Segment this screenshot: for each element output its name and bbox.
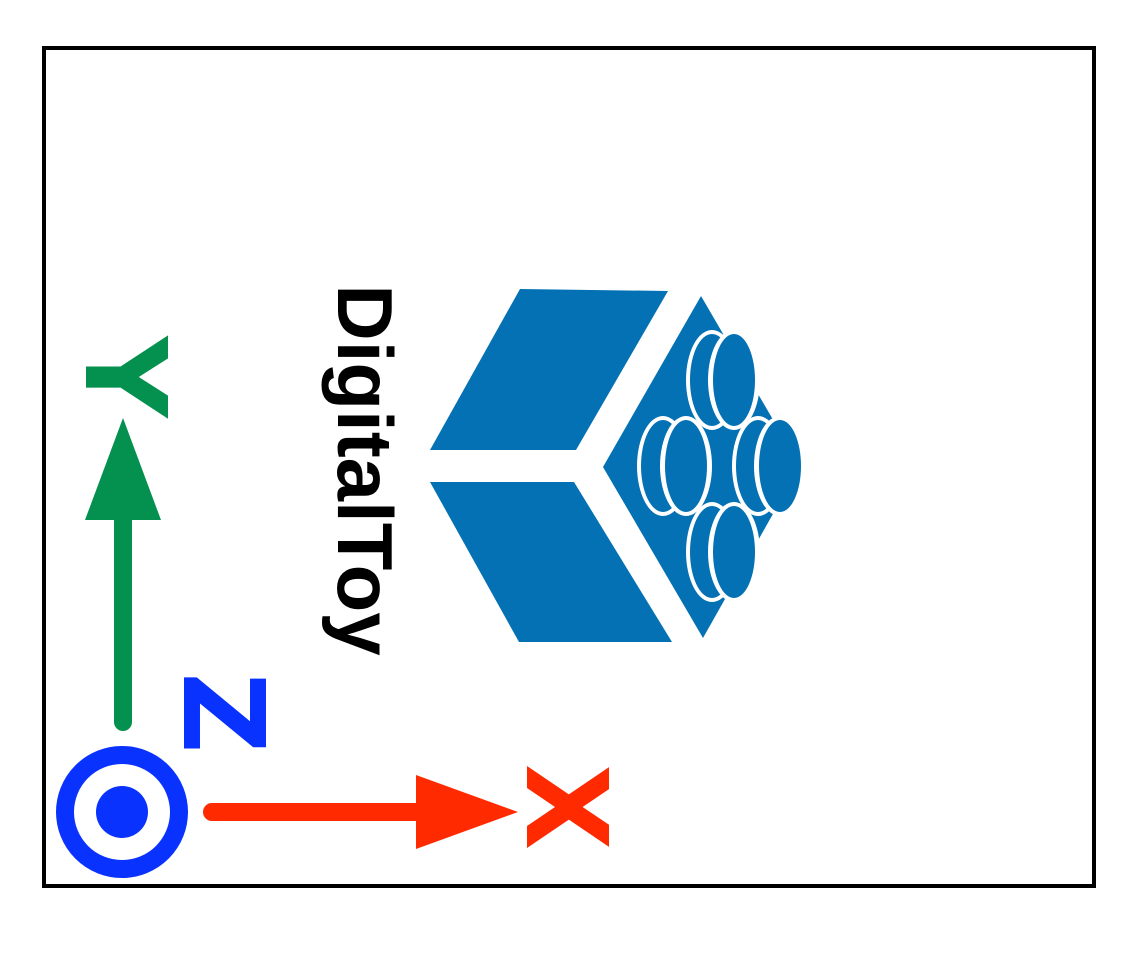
y-axis-label: Y bbox=[59, 334, 189, 419]
cube-face-upper bbox=[430, 289, 668, 450]
brand-name: DigitalToy bbox=[321, 284, 409, 655]
x-axis-label: X bbox=[500, 764, 630, 850]
cube-face-lower bbox=[430, 482, 672, 642]
logo-cube-icon bbox=[430, 289, 806, 642]
studs-icon bbox=[637, 330, 806, 602]
z-axis-out-of-page-icon bbox=[56, 746, 188, 878]
z-axis-label: Z bbox=[157, 672, 287, 753]
y-axis-arrow-icon bbox=[85, 418, 161, 731]
x-axis-arrow-icon bbox=[203, 775, 518, 849]
frame-border bbox=[42, 46, 1096, 888]
